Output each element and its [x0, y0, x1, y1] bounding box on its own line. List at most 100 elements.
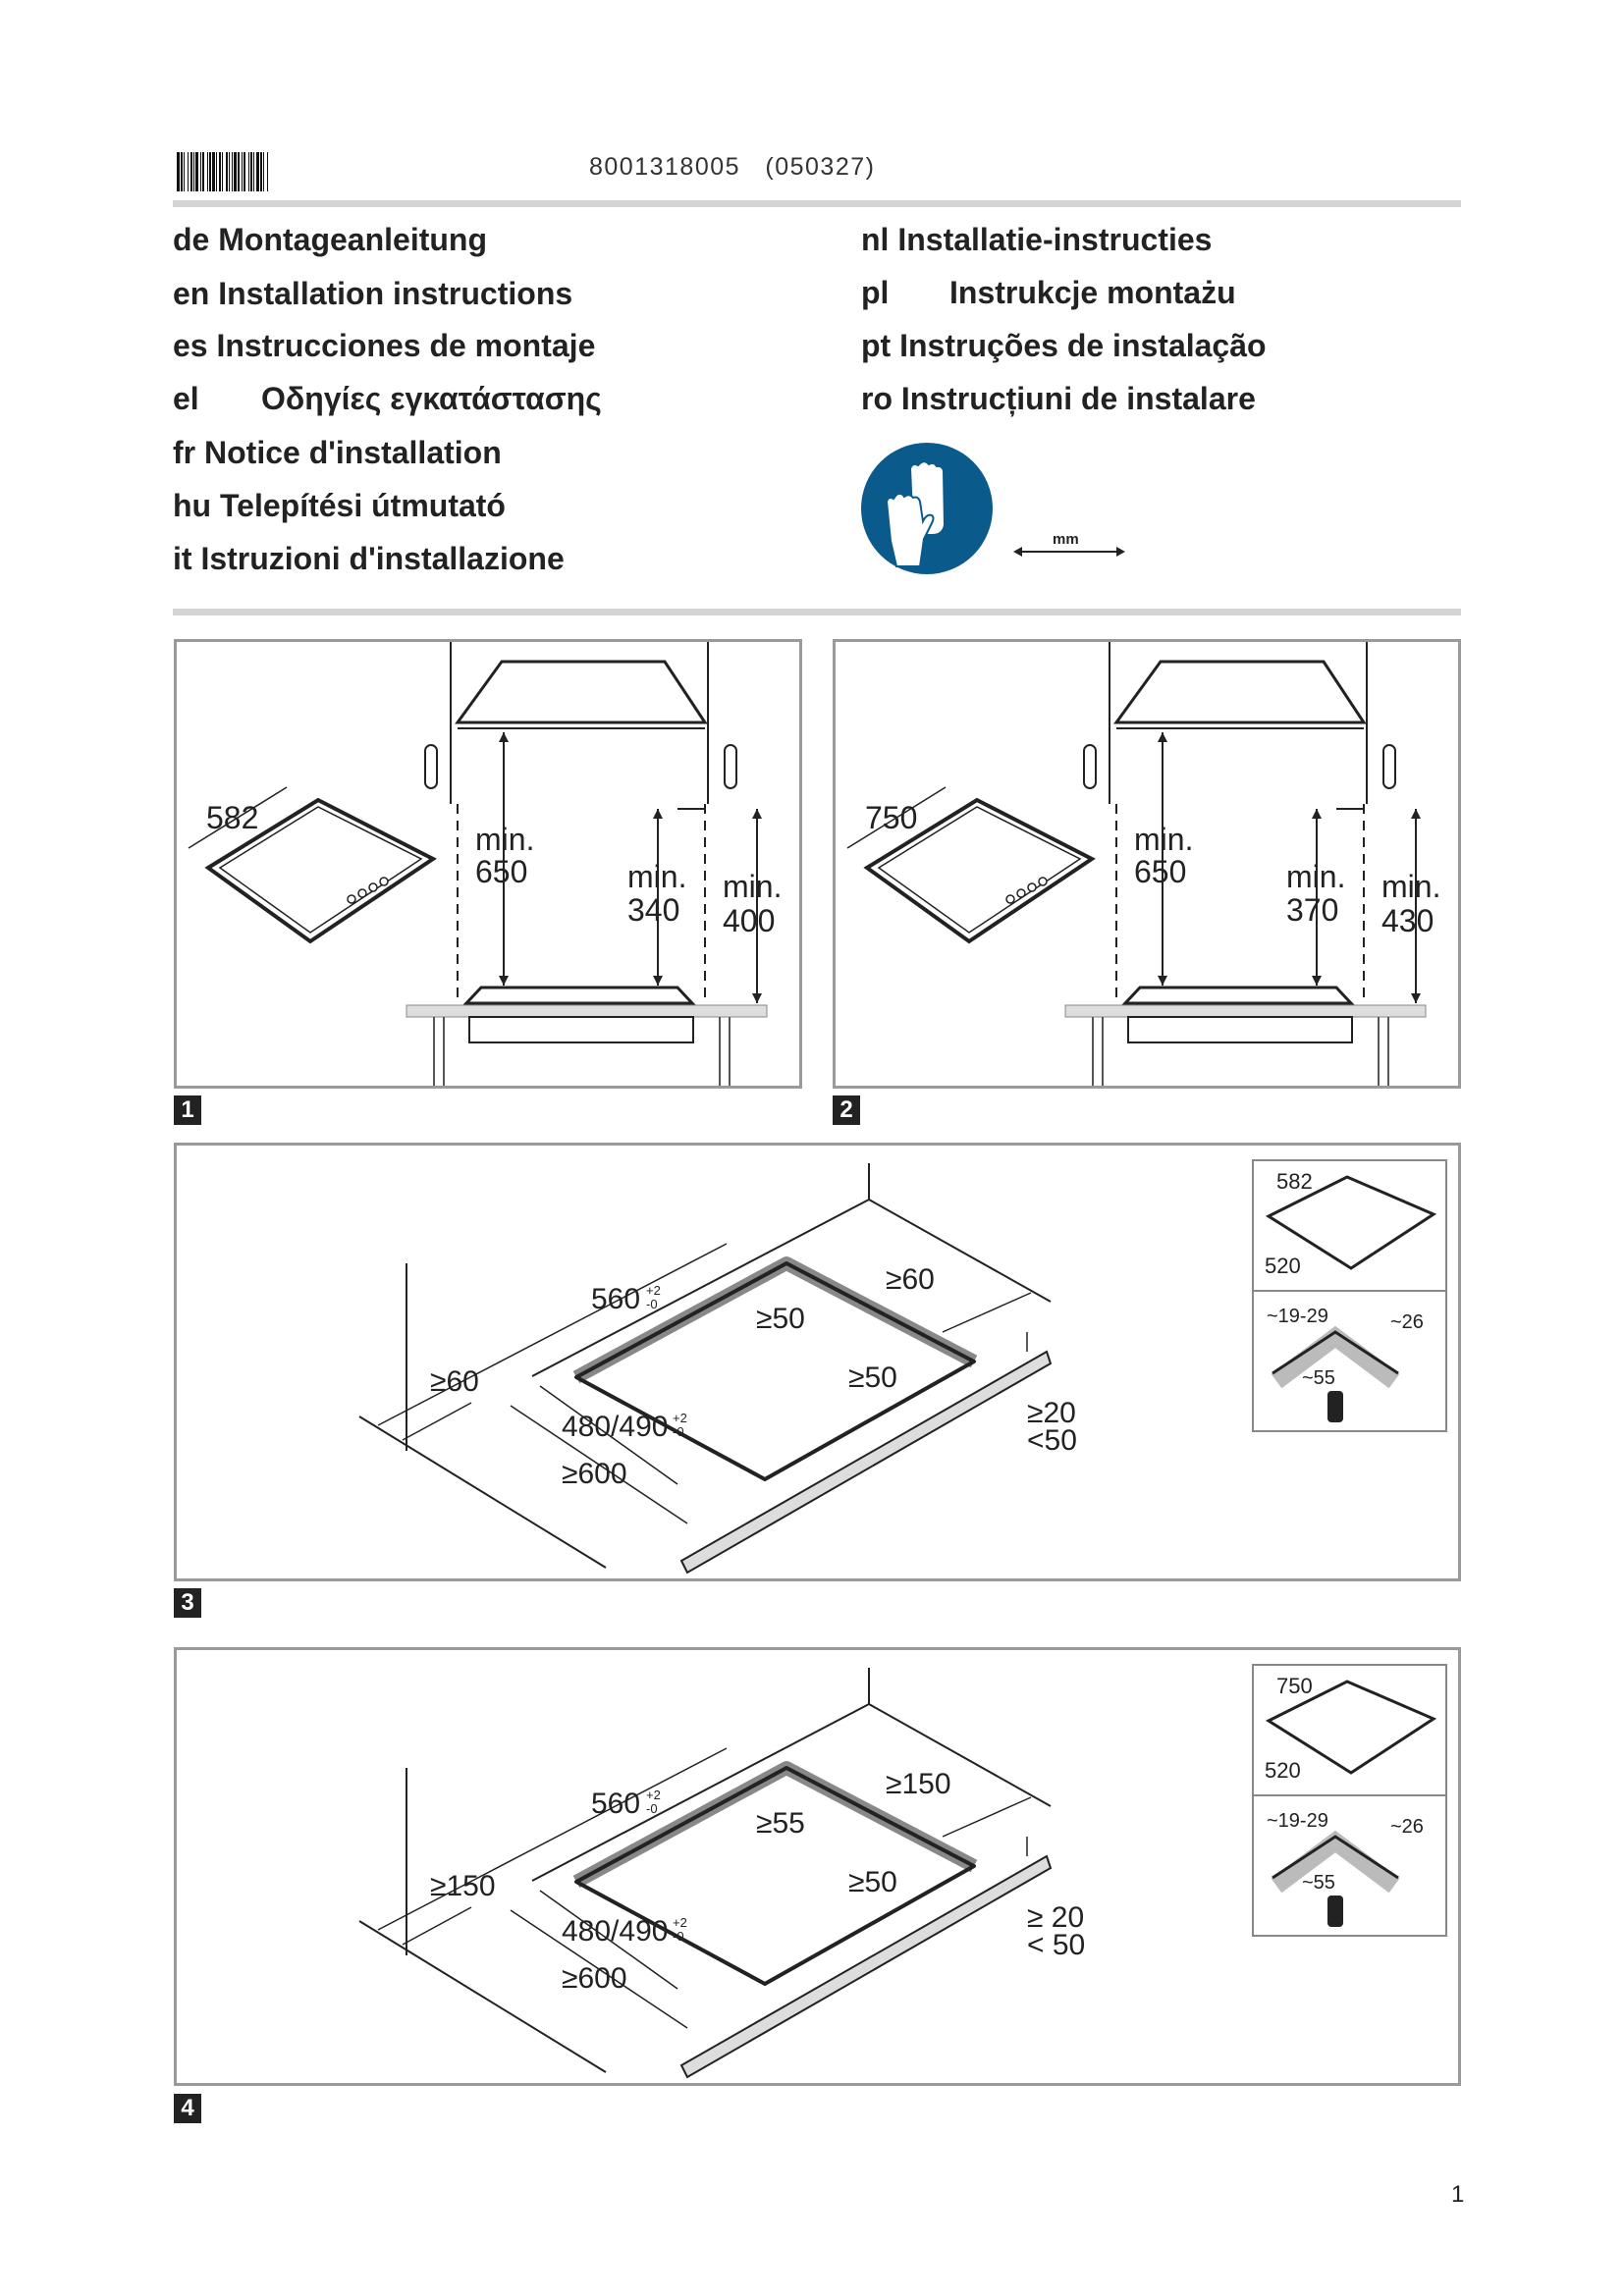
cutout-width-label-value: 560 [591, 1788, 640, 1820]
wall-right-clearance-label: ≥150 [886, 1768, 951, 1800]
cutout-width-tolerance-minus: -0 [646, 1801, 658, 1816]
barcode-bar [268, 152, 270, 191]
barcode-bar [183, 152, 184, 191]
inset-hob [1265, 1680, 1437, 1775]
barcode-bar [188, 152, 189, 191]
wall-left-clearance-label: ≥150 [430, 1870, 496, 1902]
worktop-range-label: ~19-29 [1267, 1810, 1328, 1832]
min-label: min. [1381, 869, 1440, 904]
cutout [574, 1261, 976, 1481]
cooker-hood [1113, 660, 1367, 724]
wall-right-clearance-label-value: ≥60 [886, 1263, 935, 1296]
wall-right-clearance-label-value: ≥150 [886, 1768, 951, 1800]
inset-depth-label-value: 520 [1265, 1758, 1301, 1783]
barcode-bar [267, 152, 268, 191]
wall-hook-right [1382, 744, 1396, 789]
edge-max-label-value: <50 [1027, 1424, 1077, 1457]
inset-width-label-value: 750 [1276, 1674, 1313, 1698]
barcode-bar [208, 152, 209, 191]
cutout [574, 1766, 976, 1986]
dimension-right [942, 1796, 1032, 1838]
control-knob [368, 882, 378, 892]
cutout-width-tolerance-plus: +2 [646, 1788, 661, 1802]
width-dimension [188, 786, 288, 849]
barcode-bar [237, 152, 238, 191]
figure-3-number: 3 [174, 1588, 201, 1618]
lang-pt: pt Instruções de instalação [861, 328, 1267, 363]
hood-clearance-label: 650 [475, 854, 527, 889]
clamp-icon [1327, 1391, 1343, 1422]
barcode-bar [217, 152, 219, 191]
barcode-bar [260, 152, 262, 191]
lang-ro: ro Instrucțiuni de instalare [861, 381, 1256, 416]
wall-right-clearance-label: ≥60 [886, 1263, 935, 1296]
clip-width-label-value: ~26 [1390, 1816, 1424, 1838]
cutout-depth-tolerance-minus: -0 [673, 1929, 684, 1944]
clamp-icon [1327, 1896, 1343, 1927]
edge-min-label-value: ≥ 20 [1027, 1901, 1084, 1934]
left-edge [358, 1920, 607, 2073]
worktop [1064, 1004, 1427, 1018]
cooker-hood [455, 660, 708, 724]
unit-label: mm [1053, 531, 1079, 548]
inset-hob [1265, 1175, 1437, 1270]
dimension-right [942, 1292, 1032, 1333]
barcode-bar [207, 152, 208, 191]
page-number: 1 [1451, 2181, 1465, 2208]
back-clearance-label-value: ≥50 [756, 1303, 805, 1335]
dimension-600 [510, 1909, 688, 2029]
back-wall-left [531, 1703, 870, 1882]
back-clearance-label: ≥55 [756, 1807, 805, 1840]
revision: (050327) [765, 153, 876, 181]
barcode-bar [250, 152, 252, 191]
barcode-bar [240, 152, 242, 191]
figure-4-number: 4 [174, 2094, 201, 2123]
wall-hook-right [724, 744, 737, 789]
back-wall-left [531, 1199, 870, 1377]
barcode-bar [238, 152, 240, 191]
cutout-depth-label: 480/490 [562, 1915, 668, 1948]
barcode-bar [209, 152, 211, 191]
barcode-bar [230, 152, 232, 191]
cutout-depth-tolerance-plus: +2 [673, 1411, 687, 1425]
hob-width-label: 750 [865, 800, 917, 835]
cutout-width-tolerance-plus: +2 [646, 1283, 661, 1298]
front-clearance-label-value: ≥50 [848, 1866, 897, 1898]
barcode-bar [212, 152, 215, 191]
depth-min-label: ≥600 [562, 1458, 627, 1490]
worktop [406, 1004, 768, 1018]
barcode-bar [185, 152, 188, 191]
cutout-depth-tolerance-minus: -0 [673, 1424, 684, 1439]
barcode-bar [219, 152, 221, 191]
control-knob [1027, 882, 1037, 892]
edge-min-label: ≥ 20 [1027, 1901, 1084, 1934]
wall-hook-left [1083, 744, 1097, 789]
barcode-bar [192, 152, 193, 191]
min-label: min. [1134, 822, 1193, 857]
barcode-bar [181, 152, 183, 191]
control-knob [1016, 888, 1026, 898]
front-clearance-label: ≥50 [848, 1866, 897, 1898]
clip-height-label-value: ~55 [1302, 1367, 1335, 1389]
top-divider [173, 200, 1461, 207]
inset-depth-label: 520 [1265, 1254, 1301, 1278]
barcode-bar [233, 152, 234, 191]
front-clearance-label-value: ≥50 [848, 1362, 897, 1394]
barcode-bar [193, 152, 194, 191]
hob-on-counter [1121, 986, 1355, 1005]
back-wall-right [868, 1199, 1052, 1303]
figure-1-number: 1 [174, 1095, 201, 1125]
front-clearance-label: ≥50 [848, 1362, 897, 1394]
lang-it: it Istruzioni d'installazione [173, 541, 565, 576]
side-clearance-label: 370 [1286, 892, 1338, 928]
min-label: min. [627, 859, 686, 894]
hob-sketch-inner [877, 806, 1082, 934]
dimension-480 [539, 1385, 678, 1485]
worktop-edge [679, 1350, 1053, 1575]
edge-max-label: <50 [1027, 1424, 1077, 1457]
